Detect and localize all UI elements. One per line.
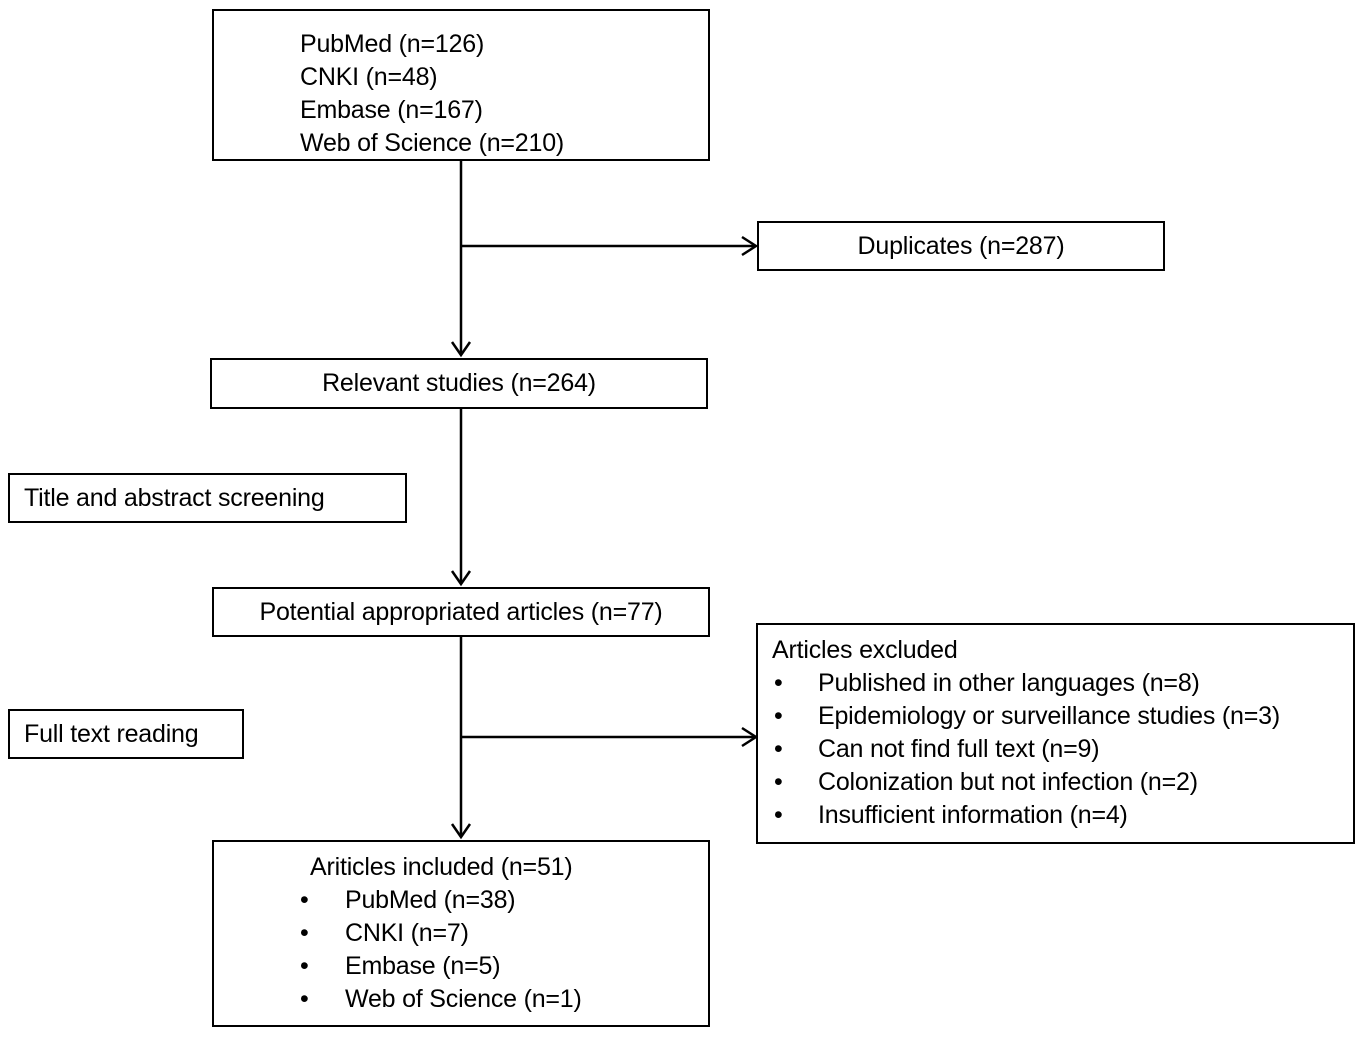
bullet-icon: •	[774, 702, 783, 730]
included-item: • Embase (n=5)	[214, 950, 708, 983]
excluded-item-label: Epidemiology or surveillance studies (n=…	[818, 702, 1280, 730]
source-web-of-science: Web of Science (n=210)	[300, 129, 565, 157]
excluded-item: • Colonization but not infection (n=2)	[758, 766, 1353, 799]
arrowhead-potential	[450, 570, 472, 587]
excluded-box: Articles excluded • Published in other l…	[756, 623, 1355, 844]
included-item: • PubMed (n=38)	[214, 884, 708, 917]
arrowhead-duplicates	[741, 235, 759, 257]
included-item-label: PubMed (n=38)	[345, 886, 516, 914]
excluded-item: • Can not find full text (n=9)	[758, 733, 1353, 766]
arrowhead-included	[450, 823, 472, 840]
excluded-item-label: Insufficient information (n=4)	[818, 801, 1128, 829]
sources-box: PubMed (n=126) CNKI (n=48) Embase (n=167…	[212, 9, 710, 161]
bullet-icon: •	[774, 768, 783, 796]
excluded-item-label: Published in other languages (n=8)	[818, 669, 1200, 697]
excluded-item-label: Colonization but not infection (n=2)	[818, 768, 1198, 796]
potential-articles-label: Potential appropriated articles (n=77)	[259, 597, 663, 626]
excluded-item: • Insufficient information (n=4)	[758, 799, 1353, 832]
included-item-label: Web of Science (n=1)	[345, 985, 582, 1013]
bullet-icon: •	[300, 886, 309, 914]
screening-stage-label: Title and abstract screening	[24, 483, 325, 512]
bullet-icon: •	[774, 801, 783, 829]
potential-articles-box: Potential appropriated articles (n=77)	[212, 587, 710, 637]
screening-stage-box: Title and abstract screening	[8, 473, 407, 523]
included-title: Ariticles included (n=51)	[310, 853, 573, 881]
source-pubmed: PubMed (n=126)	[300, 30, 485, 58]
bullet-icon: •	[774, 669, 783, 697]
source-embase: Embase (n=167)	[300, 96, 483, 124]
included-item: • Web of Science (n=1)	[214, 983, 708, 1016]
source-cnki: CNKI (n=48)	[300, 63, 438, 91]
bullet-icon: •	[300, 919, 309, 947]
fulltext-stage-box: Full text reading	[8, 709, 244, 759]
relevant-studies-label: Relevant studies (n=264)	[322, 369, 596, 397]
duplicates-label: Duplicates (n=287)	[857, 231, 1065, 260]
bullet-icon: •	[300, 985, 309, 1013]
included-item-label: Embase (n=5)	[345, 952, 501, 980]
excluded-item: • Published in other languages (n=8)	[758, 667, 1353, 700]
duplicates-box: Duplicates (n=287)	[757, 221, 1165, 271]
arrowhead-relevant	[450, 341, 472, 358]
excluded-item: • Epidemiology or surveillance studies (…	[758, 700, 1353, 733]
relevant-studies-box: Relevant studies (n=264)	[210, 358, 708, 409]
included-item: • CNKI (n=7)	[214, 917, 708, 950]
included-box: Ariticles included (n=51) • PubMed (n=38…	[212, 840, 710, 1027]
included-item-label: CNKI (n=7)	[345, 919, 469, 947]
bullet-icon: •	[300, 952, 309, 980]
excluded-item-label: Can not find full text (n=9)	[818, 735, 1100, 763]
fulltext-stage-label: Full text reading	[24, 719, 199, 748]
bullet-icon: •	[774, 735, 783, 763]
excluded-title: Articles excluded	[772, 636, 958, 664]
